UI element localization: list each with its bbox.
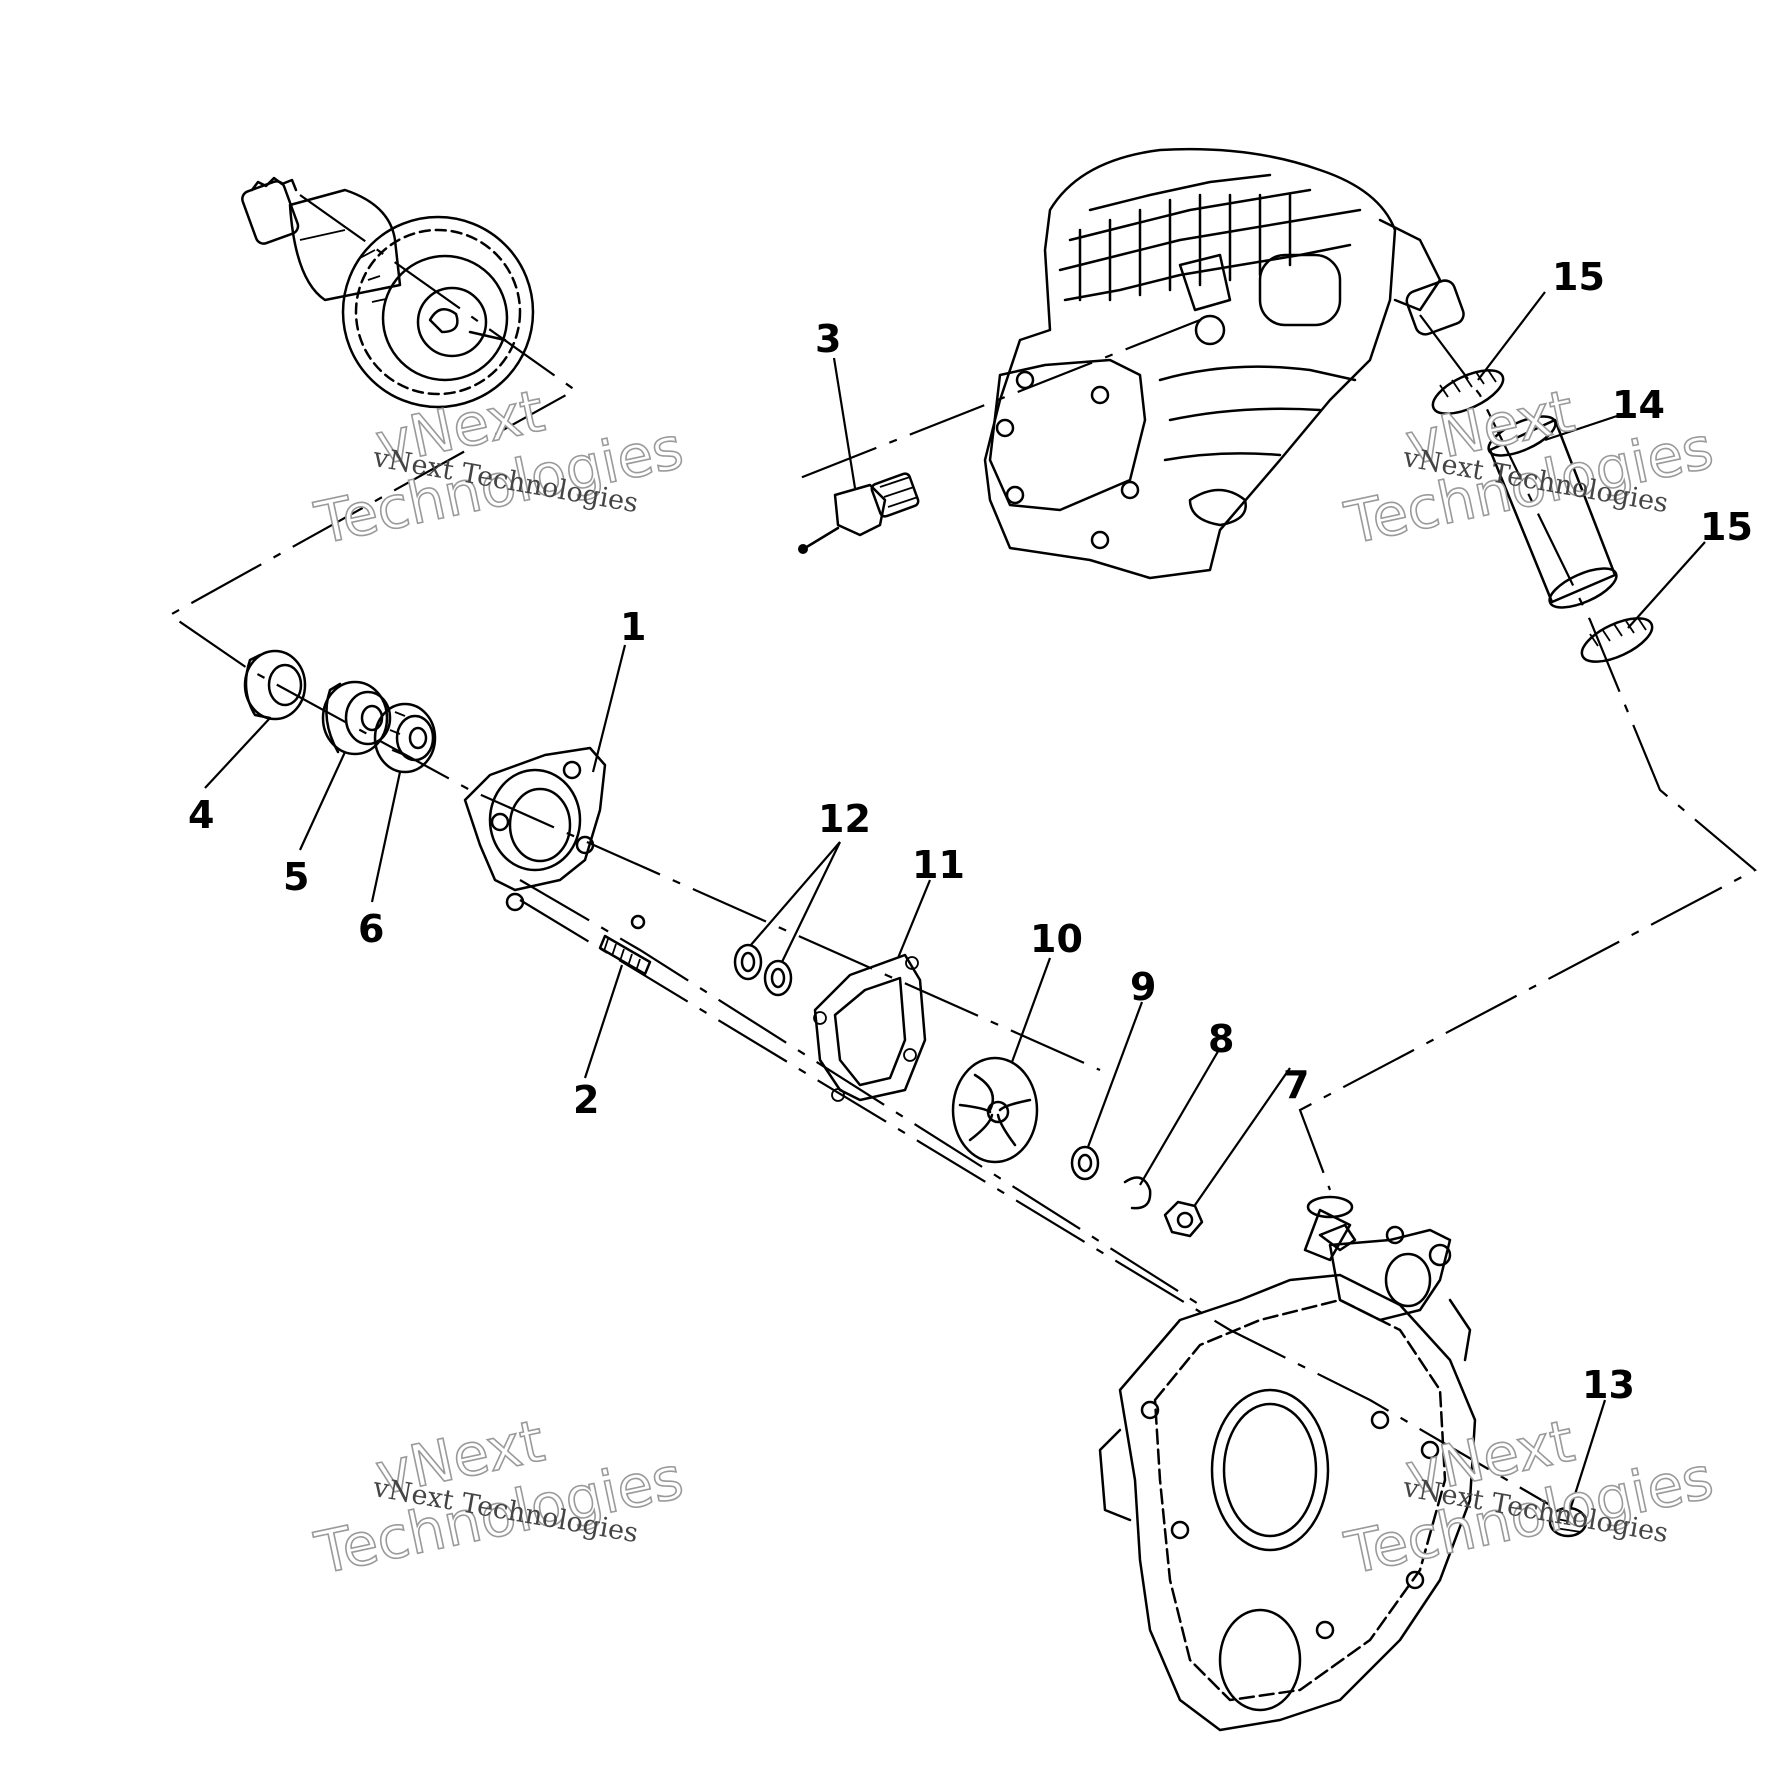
callout-1: 1 [620,605,646,649]
part-15-lower-clamp [1580,617,1654,663]
callout-9: 9 [1130,965,1156,1009]
part-12-o-rings [733,943,793,997]
callout-15-upper: 15 [1552,255,1605,299]
part-5-bearing [321,680,392,756]
cylinder-head [983,147,1465,580]
callout-13: 13 [1582,1363,1635,1407]
part-6-bearing [373,702,437,774]
watermark-bottom-right: vNext Technologies [1338,1406,1719,1589]
callout-labels: 1 2 3 4 5 6 7 8 9 10 11 12 13 14 15 15 [188,255,1753,1407]
part-14-hose [1487,415,1618,609]
part-13-plug [1548,1506,1588,1538]
part-3-temp-sender [798,472,920,554]
part-7-nut [1163,1200,1204,1238]
part-4-oil-seal [243,649,307,721]
part-10-impeller [951,1056,1039,1164]
part-2-stud [598,934,652,976]
callout-4: 4 [188,793,214,837]
callout-14: 14 [1612,383,1665,427]
callout-12: 12 [818,797,871,841]
assembly-axis-lines [167,194,1757,1506]
callout-leaders [204,291,1706,1511]
callout-10: 10 [1030,917,1083,961]
part-15-upper-clamp [1431,369,1505,415]
callout-5: 5 [283,855,309,899]
callout-3: 3 [815,317,841,361]
callout-2: 2 [573,1078,599,1122]
crankcase-cover [1098,1195,1477,1732]
callout-15-lower: 15 [1700,505,1753,549]
part-11-gasket [813,953,927,1102]
part-1-pump-housing [463,746,646,930]
part-8-lock-washer [1123,1176,1152,1210]
callout-7: 7 [1283,1063,1309,1107]
watermark-bottom-left: vNext Technologies [308,1406,689,1589]
callout-11: 11 [912,843,965,887]
callout-6: 6 [358,907,384,951]
callout-8: 8 [1208,1017,1234,1061]
part-9-washer [1070,1145,1100,1181]
balancer-shaft-gear [241,176,535,409]
watermark-top-left: vNext Technologies [308,376,689,559]
